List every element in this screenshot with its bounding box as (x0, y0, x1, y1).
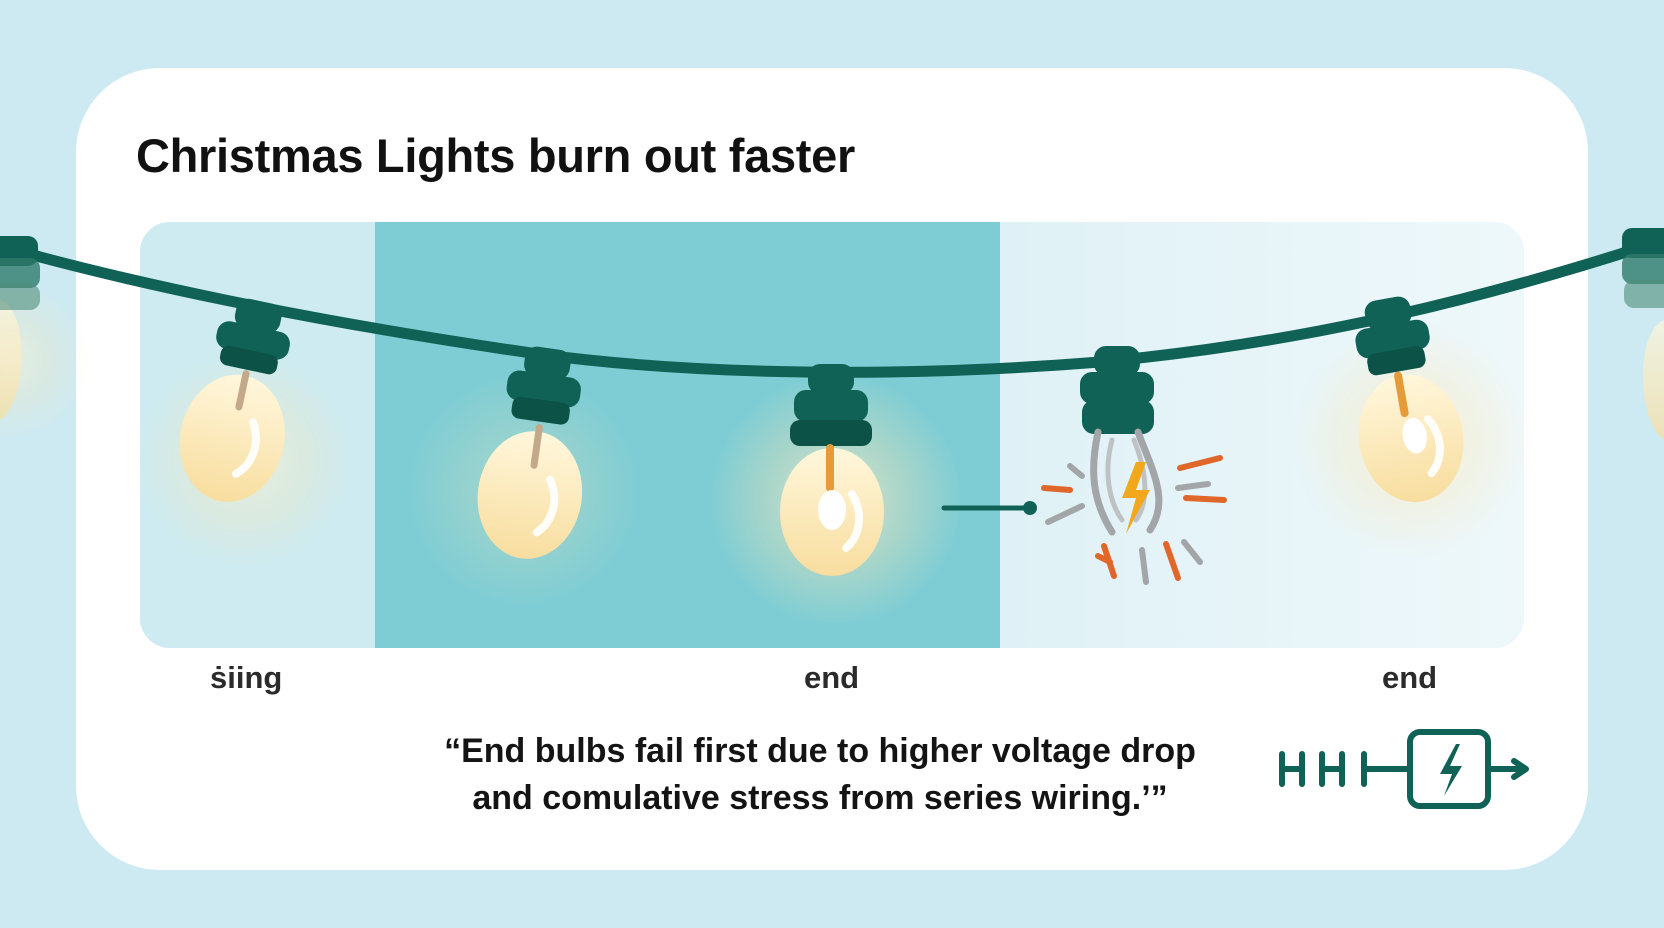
lightning-bolt-icon (1122, 462, 1150, 534)
bulb-5-lit-icon (1355, 296, 1464, 503)
quote-line-1: “End bulbs fail first due to higher volt… (444, 732, 1196, 770)
broken-bulb-icon (1041, 346, 1227, 585)
diagram-title: Christmas Lights burn out faster (136, 129, 855, 182)
arrow-right-icon (941, 501, 1037, 515)
label-end-middle: end (804, 660, 860, 695)
label-start: ṡiing (210, 660, 283, 695)
edge-bulb-right (1622, 228, 1664, 440)
edge-bulb-left (0, 236, 40, 420)
bulb-2-lit-icon (477, 346, 583, 559)
bulb-3-lit-icon (780, 364, 884, 576)
label-end-right: end (1382, 660, 1438, 695)
explanation-quote: “End bulbs fail first due to higher volt… (400, 728, 1240, 822)
quote-line-2: and comulative stress from series wiring… (472, 779, 1168, 817)
series-circuit-icon (1279, 729, 1529, 809)
bulb-1-lit-icon (179, 298, 290, 502)
